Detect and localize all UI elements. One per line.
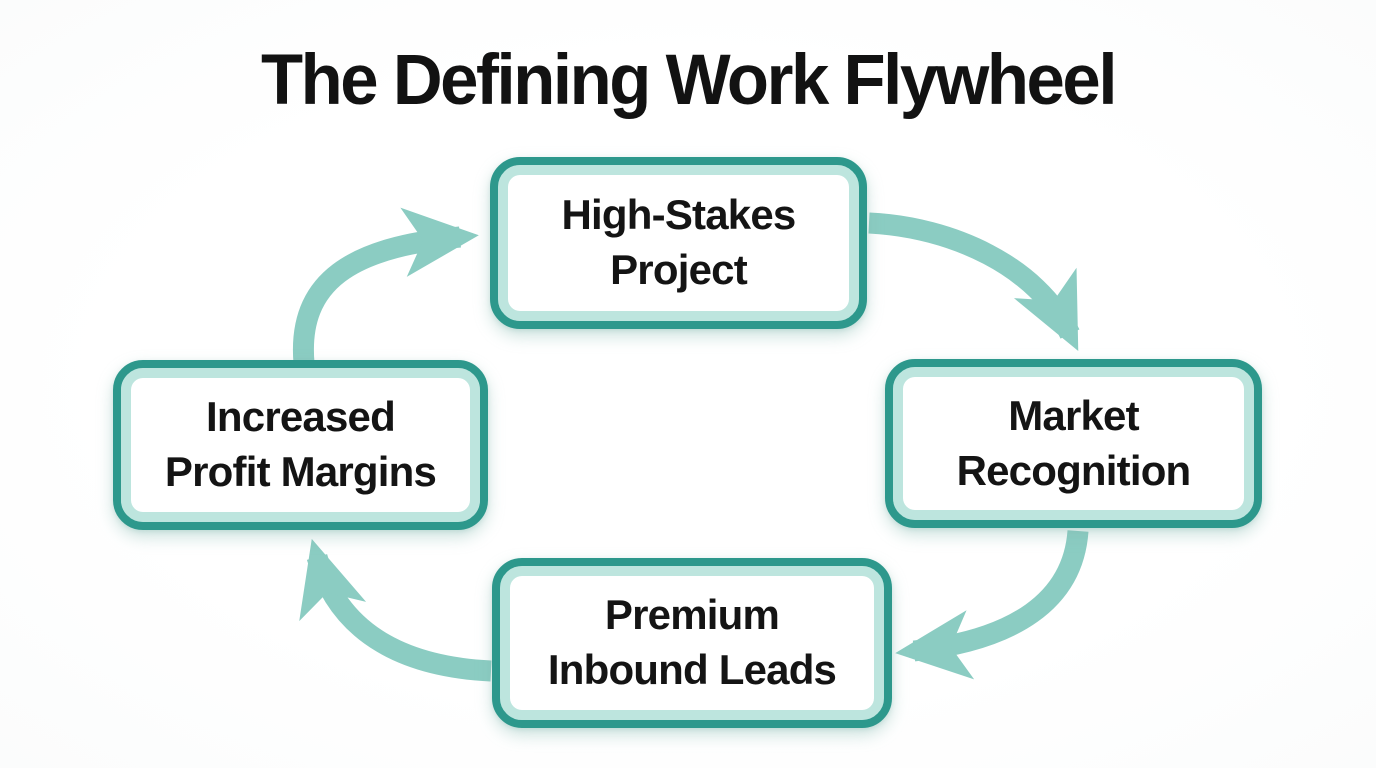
node-market-recognition: Market Recognition: [885, 359, 1262, 528]
node-label-line: Premium: [604, 591, 780, 639]
node-label-line: Market: [1008, 391, 1139, 439]
diagram-title: The Defining Work Flywheel: [260, 41, 1117, 120]
node-premium-inbound-leads: Premium Inbound Leads: [492, 558, 892, 728]
arrow-left-to-top: [292, 207, 479, 364]
arrow-bottom-to-left: [299, 538, 492, 682]
node-increased-profit-margins: Increased Profit Margins: [113, 360, 488, 530]
node-label-line: Increased: [206, 393, 396, 441]
node-label-line: Recognition: [956, 446, 1192, 494]
node-high-stakes-project: High-Stakes Project: [490, 157, 867, 329]
node-label-line: Project: [610, 246, 748, 293]
node-label-line: Inbound Leads: [547, 646, 837, 693]
arrow-right-to-bottom: [895, 529, 1089, 680]
arrow-top-to-right: [868, 212, 1080, 351]
node-label-line: Profit Margins: [164, 448, 437, 495]
node-label-line: High-Stakes: [561, 191, 797, 239]
